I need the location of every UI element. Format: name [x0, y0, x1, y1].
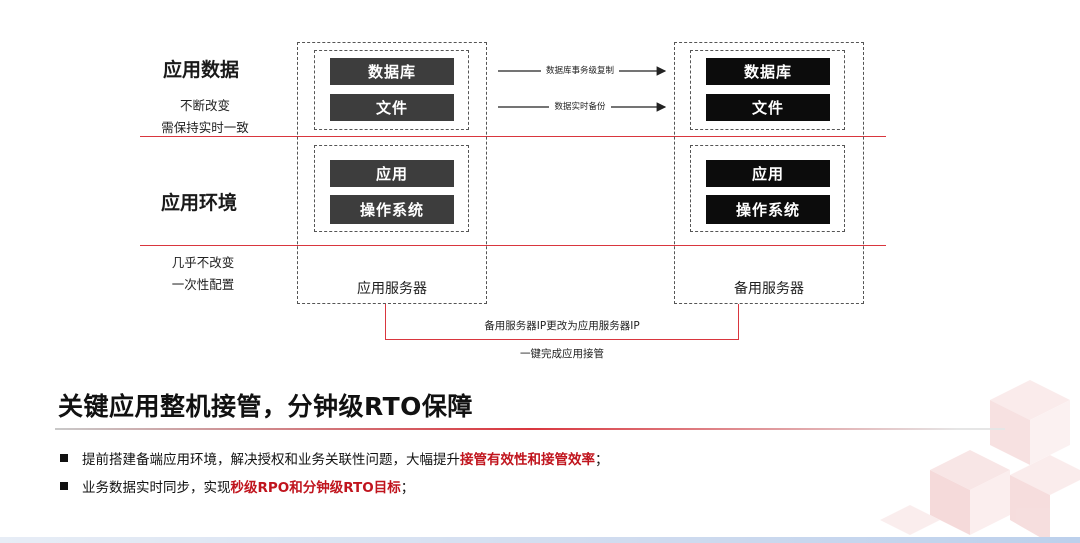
backup-server-box: [674, 42, 864, 304]
switchover-oneclick-text: 一键完成应用接管: [520, 348, 604, 360]
section-note-static: 几乎不改变 一次性配置: [138, 252, 268, 296]
section-title-app-data: 应用数据: [163, 59, 240, 81]
backup-data-group: [690, 50, 845, 130]
bullet-tail: ；: [400, 480, 415, 496]
bullet-square-icon: [60, 482, 68, 490]
headline: 关键应用整机接管，分钟级RTO保障: [58, 392, 473, 421]
backup-block-database: 数据库: [706, 58, 830, 85]
bullet-square-icon: [60, 454, 68, 462]
note-line: 不断改变: [179, 98, 230, 113]
bullet-highlight: 秒级RPO和分钟级RTO目标: [230, 480, 401, 496]
bullet-text: 提前搭建备端应用环境，解决授权和业务关联性问题，大幅提升: [82, 452, 460, 468]
divider-data-env: [140, 136, 886, 137]
file-backup-label: 数据实时备份: [549, 100, 611, 112]
note-line: 一次性配置: [171, 277, 235, 292]
bullet-item-2: 业务数据实时同步，实现秒级RPO和分钟级RTO目标；: [60, 476, 414, 496]
note-line: 需保持实时一致: [161, 120, 249, 135]
bullet-text: 业务数据实时同步，实现: [82, 480, 231, 496]
db-replication-label: 数据库事务级复制: [540, 64, 619, 76]
decorative-cubes: [880, 380, 1080, 543]
switchover-ip-text: 备用服务器IP更改为应用服务器IP: [484, 320, 640, 332]
primary-server-box: [297, 42, 487, 304]
backup-block-os: 操作系统: [706, 195, 830, 224]
section-title-app-env: 应用环境: [161, 192, 238, 214]
bullet-tail: ；: [595, 452, 609, 468]
db-replication-label-wrap: 数据库事务级复制: [490, 64, 670, 76]
primary-block-files: 文件: [330, 94, 454, 121]
headline-underline: [55, 428, 1005, 430]
switchover-bracket: [385, 304, 739, 340]
divider-env-static: [140, 245, 886, 246]
backup-env-group: [690, 145, 845, 232]
primary-server-label: 应用服务器: [357, 281, 427, 297]
backup-block-files: 文件: [706, 94, 830, 121]
bullet-highlight: 接管有效性和接管效率: [460, 452, 595, 468]
primary-data-group: [314, 50, 469, 130]
note-line: 几乎不改变: [171, 255, 235, 270]
primary-block-os: 操作系统: [330, 195, 454, 224]
file-backup-label-wrap: 数据实时备份: [490, 100, 670, 112]
primary-block-database: 数据库: [330, 58, 454, 85]
primary-env-group: [314, 145, 469, 232]
backup-server-label: 备用服务器: [734, 281, 804, 297]
bullet-item-1: 提前搭建备端应用环境，解决授权和业务关联性问题，大幅提升接管有效性和接管效率；: [60, 448, 609, 468]
section-note-changing: 不断改变 需保持实时一致: [140, 95, 270, 139]
primary-block-application: 应用: [330, 160, 454, 187]
backup-block-application: 应用: [706, 160, 830, 187]
bottom-bar: [0, 537, 1080, 543]
